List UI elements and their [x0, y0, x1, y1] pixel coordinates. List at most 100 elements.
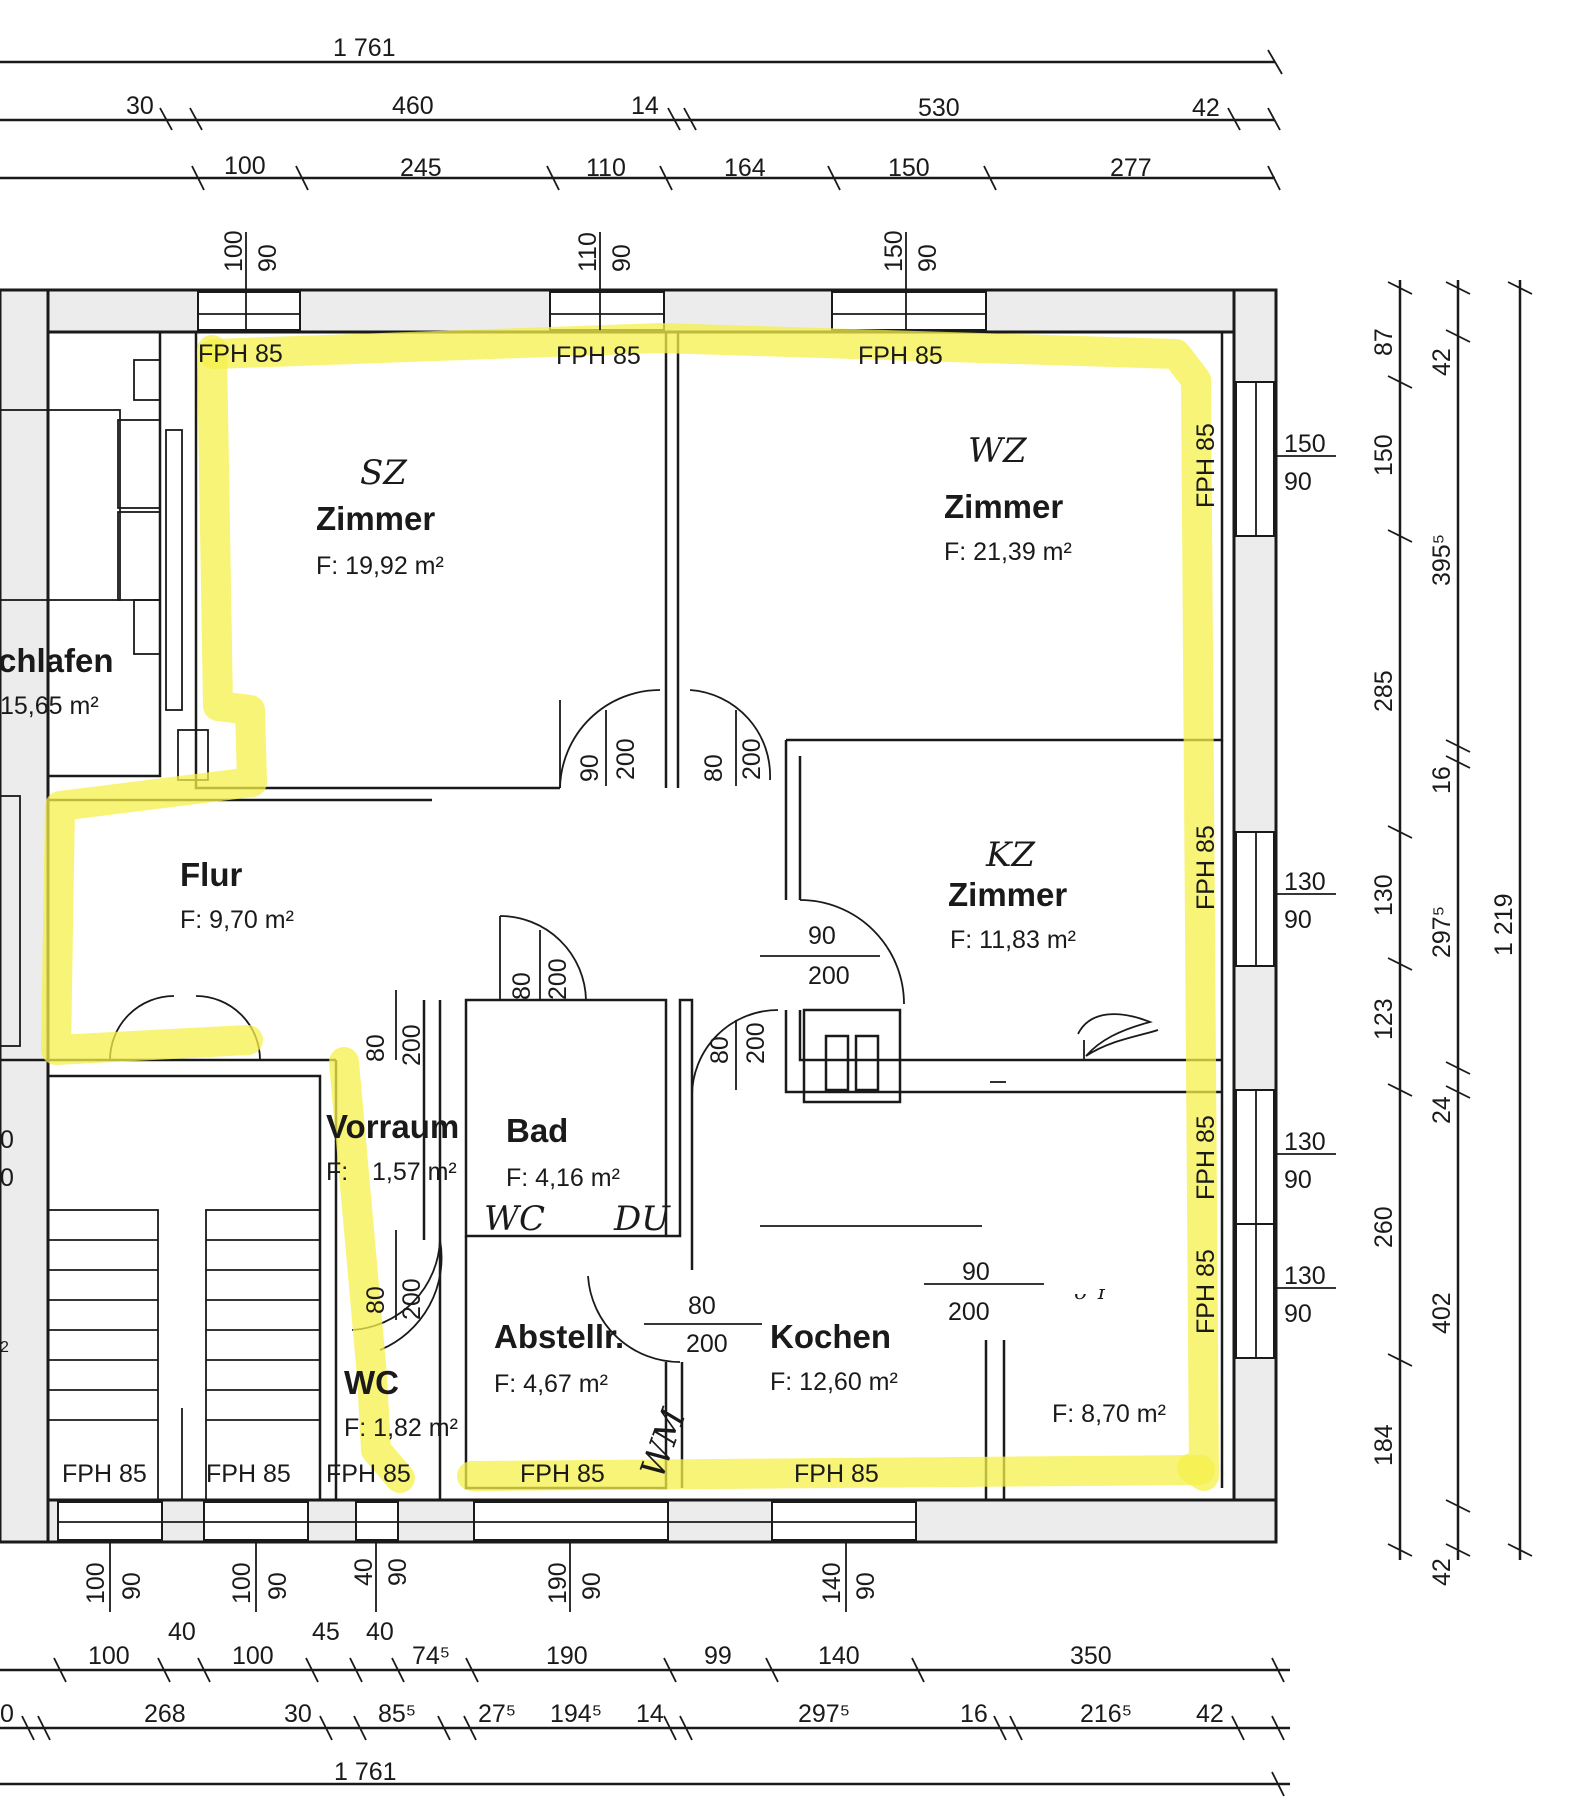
window-right [1235, 831, 1275, 967]
fph-labels: FPH 85 FPH 85 FPH 85 FPH 85 FPH 85 FPH 8… [62, 340, 1220, 1488]
window-height-label: 90 [118, 1572, 146, 1600]
room-area-zimmer-kz: F: 11,83 m² [950, 926, 1076, 954]
room-area-schlafen: 15,65 m² [0, 692, 99, 720]
dim-bottom-segment: 74⁵ [412, 1642, 450, 1670]
right-dim-col1: 87 150 285 130 123 260 184 [1370, 328, 1398, 1466]
door-height-label: 200 [808, 962, 850, 990]
door-width-label: 80 [700, 754, 728, 782]
door-width-label: 80 [688, 1292, 716, 1320]
dim-total-bottom: 1 761 [334, 1758, 397, 1786]
room-name-zimmer-kz: Zimmer [948, 876, 1067, 913]
window-right [1235, 381, 1275, 537]
dim-right-segment: 42 [1428, 348, 1456, 376]
dim-bottom-segment: 40 [366, 1618, 394, 1646]
dim-right-segment: 402 [1428, 1292, 1456, 1334]
door-height-label: 200 [948, 1298, 990, 1326]
dim-top-segment: 30 [126, 92, 154, 120]
window-width-label: 140 [818, 1562, 846, 1604]
room-area-abstellr: F: 4,67 m² [494, 1370, 608, 1398]
window-width-label: 130 [1284, 868, 1326, 896]
dim-right-segment: 123 [1370, 998, 1398, 1040]
dimension-lines-top: 1 761 30 460 14 530 42 100 245 110 164 1… [0, 34, 1283, 191]
fph-label: FPH 85 [1192, 1249, 1220, 1334]
window-width-label: 100 [220, 230, 248, 272]
dim-total-height: 1 219 [1490, 893, 1518, 956]
window-width-label: 100 [228, 1562, 256, 1604]
door-width-label: 80 [362, 1286, 390, 1314]
window-height-label: 90 [1284, 906, 1312, 934]
highlighter-marks [41, 323, 1219, 1493]
window-labels: 100 90 110 90 150 90 150 90 130 90 130 9… [82, 230, 1336, 1612]
window-height-label: 90 [608, 244, 636, 272]
dim-top-segment: 42 [1192, 94, 1220, 122]
window-top [831, 291, 987, 331]
dim-bottom-segment: 350 [1070, 1642, 1112, 1670]
door-width-label: 90 [962, 1258, 990, 1286]
window-right [1235, 1223, 1275, 1359]
window-right [1235, 1089, 1275, 1225]
wardrobe [0, 359, 209, 1047]
room-area-kochen: F: 12,60 m² [770, 1368, 898, 1396]
window-width-label: 100 [82, 1562, 110, 1604]
scribble-mark: ᵕ ᶦ [1074, 1279, 1106, 1319]
room-area-zimmer-sz: F: 19,92 m² [316, 552, 444, 580]
dimension-lines-bottom: 100 40 100 45 40 74⁵ 190 99 140 350 0 26… [0, 1618, 1290, 1797]
room-handwriting-kz: KZ [985, 835, 1036, 875]
room-name-schlafen: chlafen [0, 642, 114, 679]
door-width-label: 80 [706, 1036, 734, 1064]
dim-right-segment: 395⁵ [1428, 534, 1456, 586]
dim-top-segment: 277 [1110, 154, 1152, 182]
dim-bottom-segment: 99 [704, 1642, 732, 1670]
fph-label: FPH 85 [206, 1460, 291, 1488]
fph-label: FPH 85 [858, 342, 943, 370]
window-height-label: 90 [914, 244, 942, 272]
window-width-label: 150 [1284, 430, 1326, 458]
window-height-label: 90 [1284, 1166, 1312, 1194]
window-width-label: 130 [1284, 1128, 1326, 1156]
dim-top-segment: 530 [918, 94, 960, 122]
dim-right-segment: 297⁵ [1428, 906, 1456, 958]
dim-top-segment: 100 [224, 152, 266, 180]
dim-top-segment: 164 [724, 154, 766, 182]
window-bottom [355, 1501, 399, 1541]
left-edge-label: 0 [0, 1126, 14, 1154]
fph-label: FPH 85 [794, 1460, 879, 1488]
dim-right-segment: 150 [1370, 434, 1398, 476]
fph-label: FPH 85 [326, 1460, 411, 1488]
door-height-label: 200 [398, 1278, 426, 1320]
dim-right-segment: 130 [1370, 874, 1398, 916]
window-height-label: 90 [264, 1572, 292, 1600]
room-name-bad: Bad [506, 1112, 568, 1149]
dim-bottom-segment: 14 [636, 1700, 664, 1728]
door-height-label: 200 [738, 738, 766, 780]
dim-bottom-segment: 16 [960, 1700, 988, 1728]
dim-bottom-segment: 0 [0, 1700, 14, 1728]
dim-bottom-segment: 297⁵ [798, 1700, 850, 1728]
dim-bottom-segment: 100 [232, 1642, 274, 1670]
room-area-bad: F: 4,16 m² [506, 1164, 620, 1192]
dim-bottom-segment: 85⁵ [378, 1700, 416, 1728]
door-height-label: 200 [612, 738, 640, 780]
window-height-label: 90 [1284, 1300, 1312, 1328]
room-name-zimmer-wz: Zimmer [944, 488, 1063, 525]
window-height-label: 90 [384, 1558, 412, 1586]
window-height-label: 90 [1284, 468, 1312, 496]
dim-bottom-segment: 30 [284, 1700, 312, 1728]
dim-bottom-segment: 268 [144, 1700, 186, 1728]
dim-bottom-segment: 42 [1196, 1700, 1224, 1728]
fph-label: FPH 85 [62, 1460, 147, 1488]
staircase [47, 1209, 321, 1501]
left-edge-label: 2 [0, 1339, 9, 1356]
scribble-out-mark [1077, 1013, 1159, 1060]
room-area-vorraum-prefix: F: [326, 1158, 348, 1186]
dim-bottom-segment: 140 [818, 1642, 860, 1670]
room-area-flur: F: 9,70 m² [180, 906, 294, 934]
room-area-wc: F: 1,82 m² [344, 1414, 458, 1442]
room-name-flur: Flur [180, 856, 242, 893]
room-labels: SZ Zimmer F: 19,92 m² WZ Zimmer F: 21,39… [0, 431, 1166, 1483]
room-area-vorraum: 1,57 m² [372, 1158, 457, 1186]
window-height-label: 90 [852, 1572, 880, 1600]
door-width-label: 80 [508, 972, 536, 1000]
window-bottom [473, 1501, 669, 1541]
